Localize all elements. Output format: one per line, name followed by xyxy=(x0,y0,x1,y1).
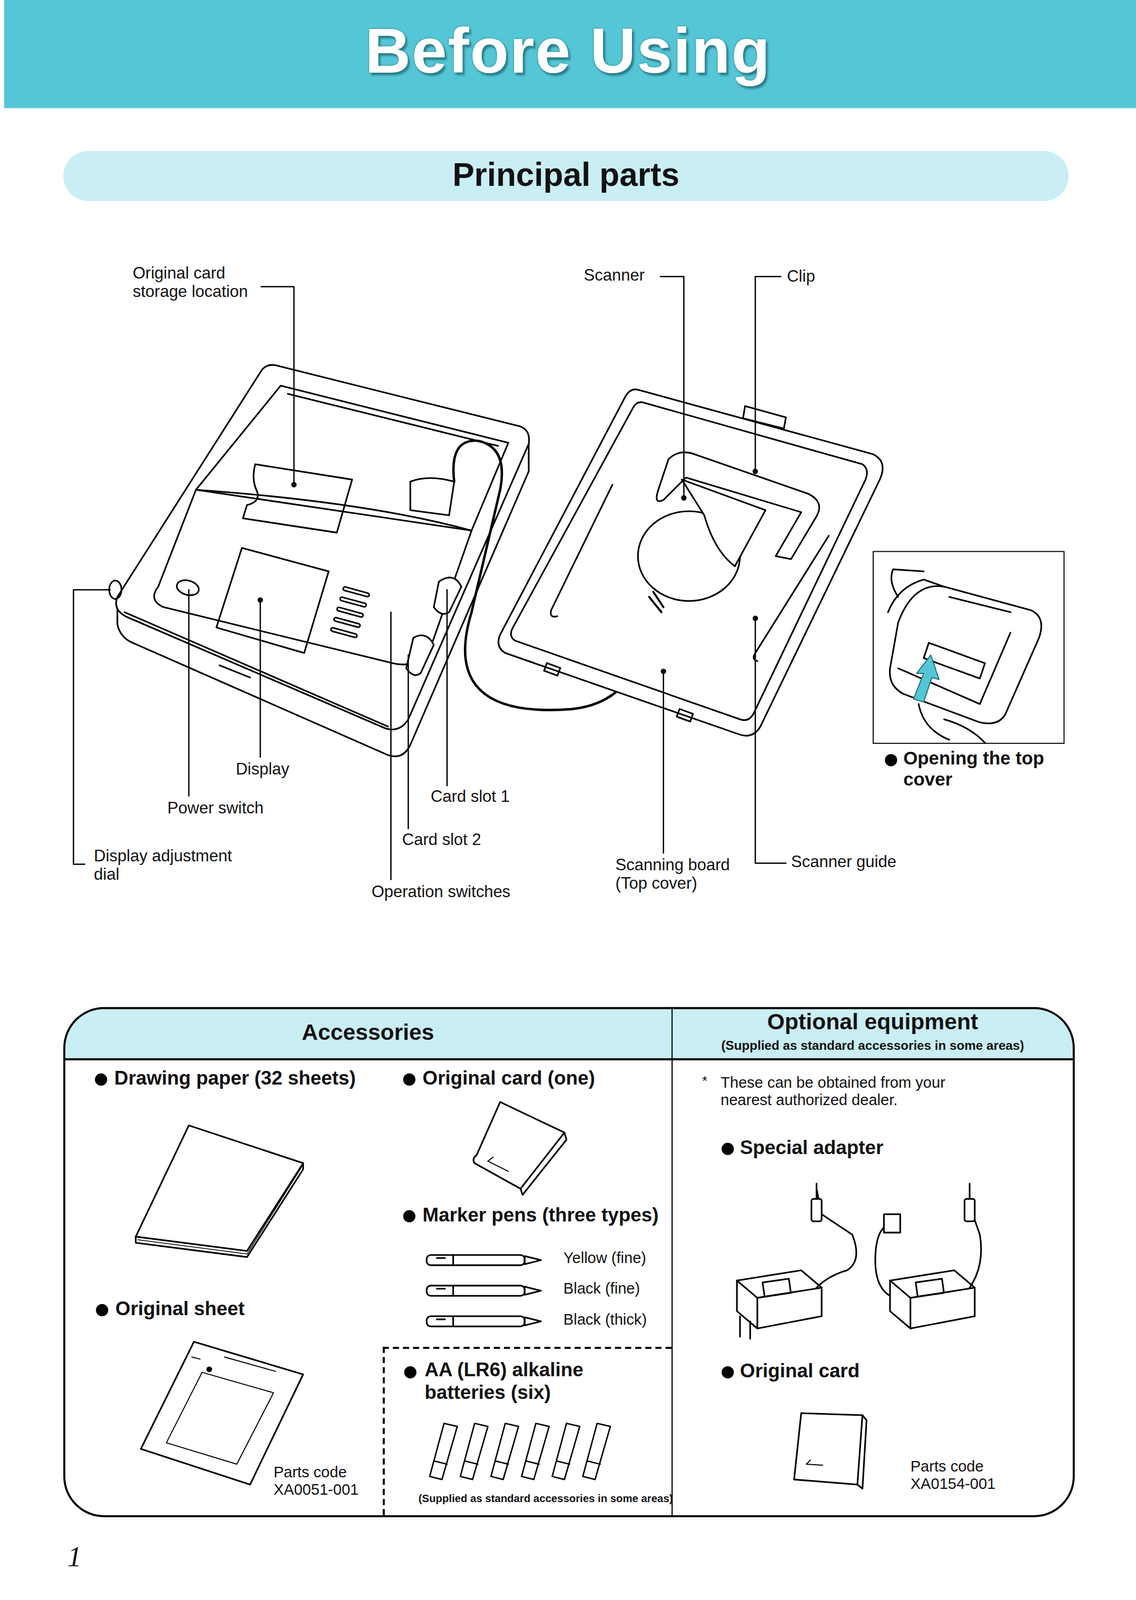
part-label: Display xyxy=(235,760,290,780)
leader-lines xyxy=(73,276,787,880)
part-label: Black (fine) xyxy=(563,1279,640,1298)
part-label: Black (thick) xyxy=(563,1310,647,1328)
page-title: Before Using xyxy=(0,14,1136,87)
part-label: These can be obtained from your nearest … xyxy=(720,1073,966,1110)
node-note: (Supplied as standard accessories in som… xyxy=(418,1492,675,1505)
section-band: Principal parts xyxy=(63,151,1069,202)
node-heading: Opening the top cover xyxy=(903,748,1077,791)
part-label: Drawing paper (32 sheets) xyxy=(114,1067,356,1090)
part-label: Card slot 1 xyxy=(430,787,510,807)
part-label: Clip xyxy=(786,267,815,287)
part-label: Original card xyxy=(739,1360,860,1383)
node-heading: Principal parts xyxy=(63,156,1069,194)
part-label: Operation switches xyxy=(371,882,511,902)
part-label: Parts code XA0154-001 xyxy=(910,1457,1013,1493)
part-label: Scanning board (Top cover) xyxy=(615,856,749,894)
node-heading: AA (LR6) alkaline batteries (six) xyxy=(424,1359,649,1405)
part-label: Special adapter xyxy=(739,1137,884,1160)
part-label: * xyxy=(702,1074,708,1091)
part-label: Card slot 2 xyxy=(402,831,482,851)
node-note: (Supplied as standard accessories in som… xyxy=(672,1039,1073,1054)
part-label: Original sheet xyxy=(115,1298,245,1321)
node-heading: Optional equipment xyxy=(672,1009,1073,1036)
part-label: Original card (one) xyxy=(422,1067,595,1090)
inset-box: Opening the top cover xyxy=(872,551,1065,745)
page-number: 1 xyxy=(67,1540,82,1574)
part-label: Parts code XA0051-001 xyxy=(273,1463,376,1499)
part-label: Scanner xyxy=(584,266,645,286)
part-label: Power switch xyxy=(167,798,264,818)
scanning-board xyxy=(498,389,883,737)
inset-drawing xyxy=(887,569,1042,743)
main-unit xyxy=(109,364,529,757)
part-label: Original card storage location xyxy=(132,264,266,302)
batteries-box: AA (LR6) alkaline batteries (six) (Suppli… xyxy=(382,1347,672,1516)
part-label: Scanner guide xyxy=(791,853,897,873)
part-label: Yellow (fine) xyxy=(563,1249,647,1267)
part-label: Marker pens (three types) xyxy=(422,1204,659,1227)
node-heading: Accessories xyxy=(65,1019,671,1046)
part-label: Display adjustment dial xyxy=(93,847,258,885)
